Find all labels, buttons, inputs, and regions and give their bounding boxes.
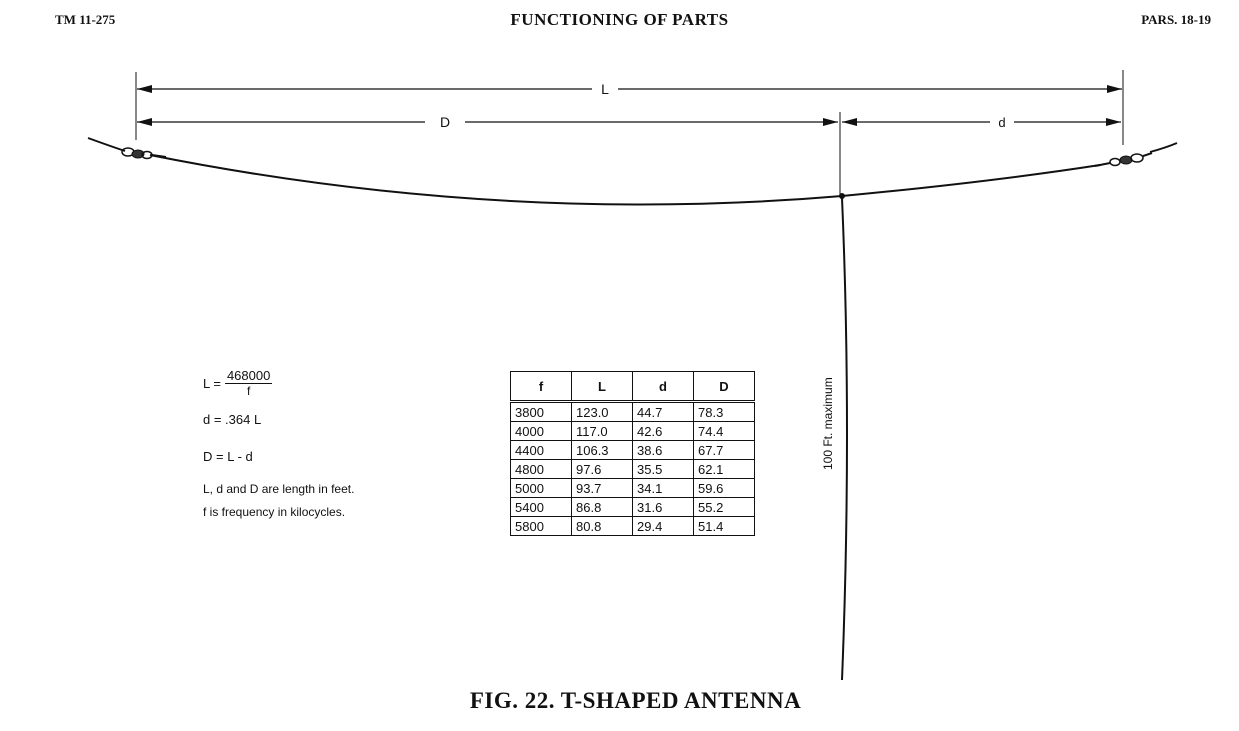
note-lengths: L, d and D are length in feet. (203, 482, 355, 496)
lead-in-wire (841, 197, 848, 681)
lead-in-length-label: 100 Ft. maximum (821, 377, 835, 470)
header-cell-f: f (510, 371, 572, 403)
table-cell: 62.1 (693, 459, 755, 479)
arrow-d-upper-left (137, 118, 152, 126)
arrow-l-left (137, 85, 152, 93)
table-cell: 55.2 (693, 497, 755, 517)
table-cell: 97.6 (571, 459, 633, 479)
table-row: 5000 93.7 34.1 59.6 (510, 478, 755, 498)
right-insulator-icon (1094, 152, 1153, 167)
table-cell: 86.8 (571, 497, 633, 517)
arrow-d-upper-right (823, 118, 838, 126)
table-cell: 93.7 (571, 478, 633, 498)
header-cell-D: D (693, 371, 755, 403)
header-title: FUNCTIONING OF PARTS (510, 10, 729, 29)
table-cell: 44.7 (632, 401, 694, 422)
table-cell: 4800 (510, 459, 572, 479)
table-cell: 4000 (510, 421, 572, 441)
arrow-d-lower-right (1106, 118, 1121, 126)
header-manual-number: TM 11-275 (55, 12, 116, 27)
table-cell: 78.3 (693, 401, 755, 422)
formula-L-denominator: f (246, 383, 251, 398)
table-cell: 4400 (510, 440, 572, 460)
table-cell: 51.4 (693, 516, 755, 536)
table-row: 5400 86.8 31.6 55.2 (510, 497, 755, 517)
arrow-d-lower-left (842, 118, 857, 126)
formula-L-numerator: 468000 (224, 367, 273, 384)
table-cell: 67.7 (693, 440, 755, 460)
table-cell: 74.4 (693, 421, 755, 441)
lead-in-junction (839, 193, 845, 199)
table-row: 5800 80.8 29.4 51.4 (510, 516, 755, 536)
table-cell: 34.1 (632, 478, 694, 498)
table-row: 4800 97.6 35.5 62.1 (510, 459, 755, 479)
formula-d: d = .364 L (203, 412, 262, 427)
table-cell: 5800 (510, 516, 572, 536)
table-cell: 31.6 (632, 497, 694, 517)
figure-caption: FIG. 22. T-SHAPED ANTENNA (469, 688, 802, 713)
dimension-d-lower-label: d (998, 115, 1005, 130)
formula-L-fraction: 468000 f (224, 367, 273, 398)
table-cell: 80.8 (571, 516, 633, 536)
left-guy-wire (87, 137, 126, 152)
table-cell: 59.6 (693, 478, 755, 498)
table-cell: 5400 (510, 497, 572, 517)
table-cell: 42.6 (632, 421, 694, 441)
right-guy-wire (1149, 142, 1178, 153)
dimension-d-upper-label: D (440, 114, 450, 130)
antenna-dimensions-table: f L d D 3800 123.0 44.7 78.3 4000 117.0 … (510, 371, 755, 536)
formula-block: L = 468000 f d = .364 L D = L - d L, d a… (203, 365, 354, 520)
table-cell: 29.4 (632, 516, 694, 536)
dimension-l-label: L (601, 81, 609, 97)
table-cell: 106.3 (571, 440, 633, 460)
table-row: 4400 106.3 38.6 67.7 (510, 440, 755, 460)
table-cell: 35.5 (632, 459, 694, 479)
header-cell-L: L (571, 371, 633, 403)
formula-L-prefix: L = (203, 375, 221, 391)
formula-D: D = L - d (203, 449, 253, 464)
note-frequency: f is frequency in kilocycles. (203, 505, 346, 519)
table-cell: 38.6 (632, 440, 694, 460)
table-header-row: f L d D (510, 371, 755, 403)
table-row: 4000 117.0 42.6 74.4 (510, 421, 755, 441)
antenna-flat-top-wire (149, 154, 1101, 206)
table-cell: 123.0 (571, 401, 633, 422)
header-paragraphs: PARS. 18-19 (1141, 12, 1211, 27)
table-row: 3800 123.0 44.7 78.3 (510, 401, 755, 422)
table-cell: 3800 (510, 401, 572, 422)
formula-L: L = 468000 f (203, 365, 354, 401)
table-cell: 117.0 (571, 421, 633, 441)
arrow-l-right (1107, 85, 1122, 93)
left-insulator-icon (121, 147, 167, 160)
table-cell: 5000 (510, 478, 572, 498)
header-cell-d: d (632, 371, 694, 403)
